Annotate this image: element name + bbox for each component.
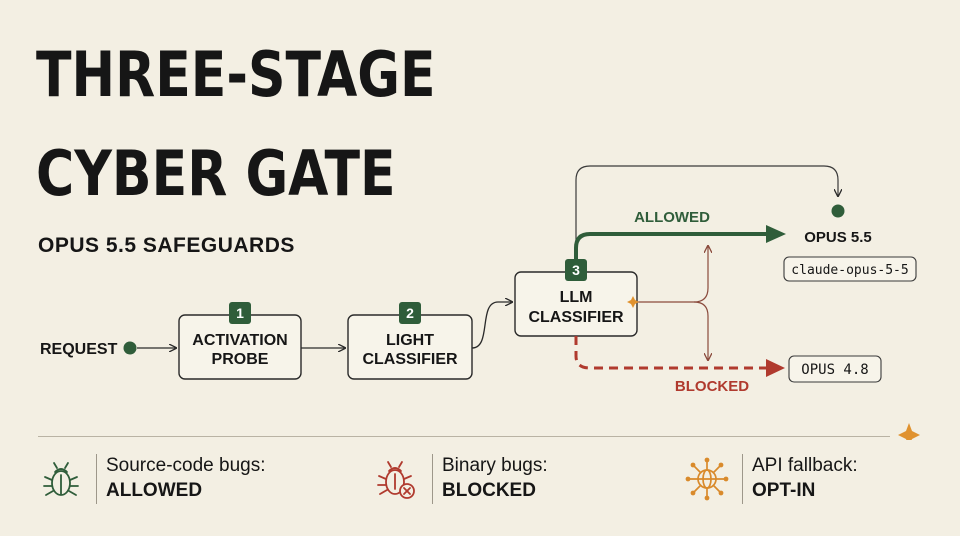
legend-value: OPT-IN [752,480,816,501]
opus-4-8-badge [788,355,882,383]
stage-3-title-line-1: LLM [560,289,593,306]
arrow-2-to-3 [471,302,512,349]
legend-label: API fallback: [752,455,858,476]
fallback-up-arrow [637,246,708,303]
stage-1-title-line-1: ACTIVATION [192,332,287,349]
model-id-badge [783,256,917,282]
request-label: REQUEST [40,341,118,358]
allowed-arrowhead [766,225,786,243]
legend-item-source-code: Source-code bugs: ALLOWED [38,452,318,508]
page-subtitle: OPUS 5.5 SAFEGUARDS [38,234,295,257]
opus-5-5-label: OPUS 5.5 [804,229,872,246]
stage-3-llm-classifier: 3 LLM CLASSIFIER [514,259,638,337]
legend-item-api-fallback: API fallback: OPT-IN [684,452,924,508]
network-globe-icon [685,457,729,501]
legend-label: Source-code bugs: [106,455,266,476]
legend-value: ALLOWED [106,480,203,501]
allowed-path [574,232,770,259]
page-title-line-1: THREE-STAGE [36,38,436,111]
blocked-path [574,336,768,370]
blocked-arrowhead [766,359,785,377]
stage-3-title-line-2: CLASSIFIER [528,309,624,326]
divider [38,436,890,437]
stage-1-number: 1 [236,305,244,321]
flow-diagram: REQUEST 1 ACTIVATION PROBE 2 LIGHT CLASS… [40,165,920,440]
bug-blocked-icon [377,461,415,499]
stage-1-title-line-2: PROBE [212,351,269,368]
model-id-text: claude-opus-5-5 [791,263,908,278]
stage-2-title-line-1: LIGHT [386,332,434,349]
sparkle-icon [627,296,639,308]
stage-2-number: 2 [406,305,414,321]
legend-label: Binary bugs: [442,455,548,476]
stage-2-title-line-2: CLASSIFIER [362,351,458,368]
legend-item-binary: Binary bugs: BLOCKED [374,452,634,508]
blocked-label: BLOCKED [675,378,749,395]
allowed-label: ALLOWED [634,209,710,226]
bypass-arrow [575,165,838,272]
stage-2-light-classifier: 2 LIGHT CLASSIFIER [347,302,473,380]
page-title-line-2: CYBER GATE [36,137,396,210]
sparkle-icon-large [898,423,920,440]
opus-4-8-label: OPUS 4.8 [801,362,868,378]
bug-icon [43,462,79,496]
legend-value: BLOCKED [442,480,536,501]
request-dot [123,341,137,355]
fallback-down-arrow [693,301,708,360]
opus-5-5-dot [831,204,845,218]
stage-3-number: 3 [572,262,580,278]
stage-1-activation-probe: 1 ACTIVATION PROBE [178,302,302,380]
